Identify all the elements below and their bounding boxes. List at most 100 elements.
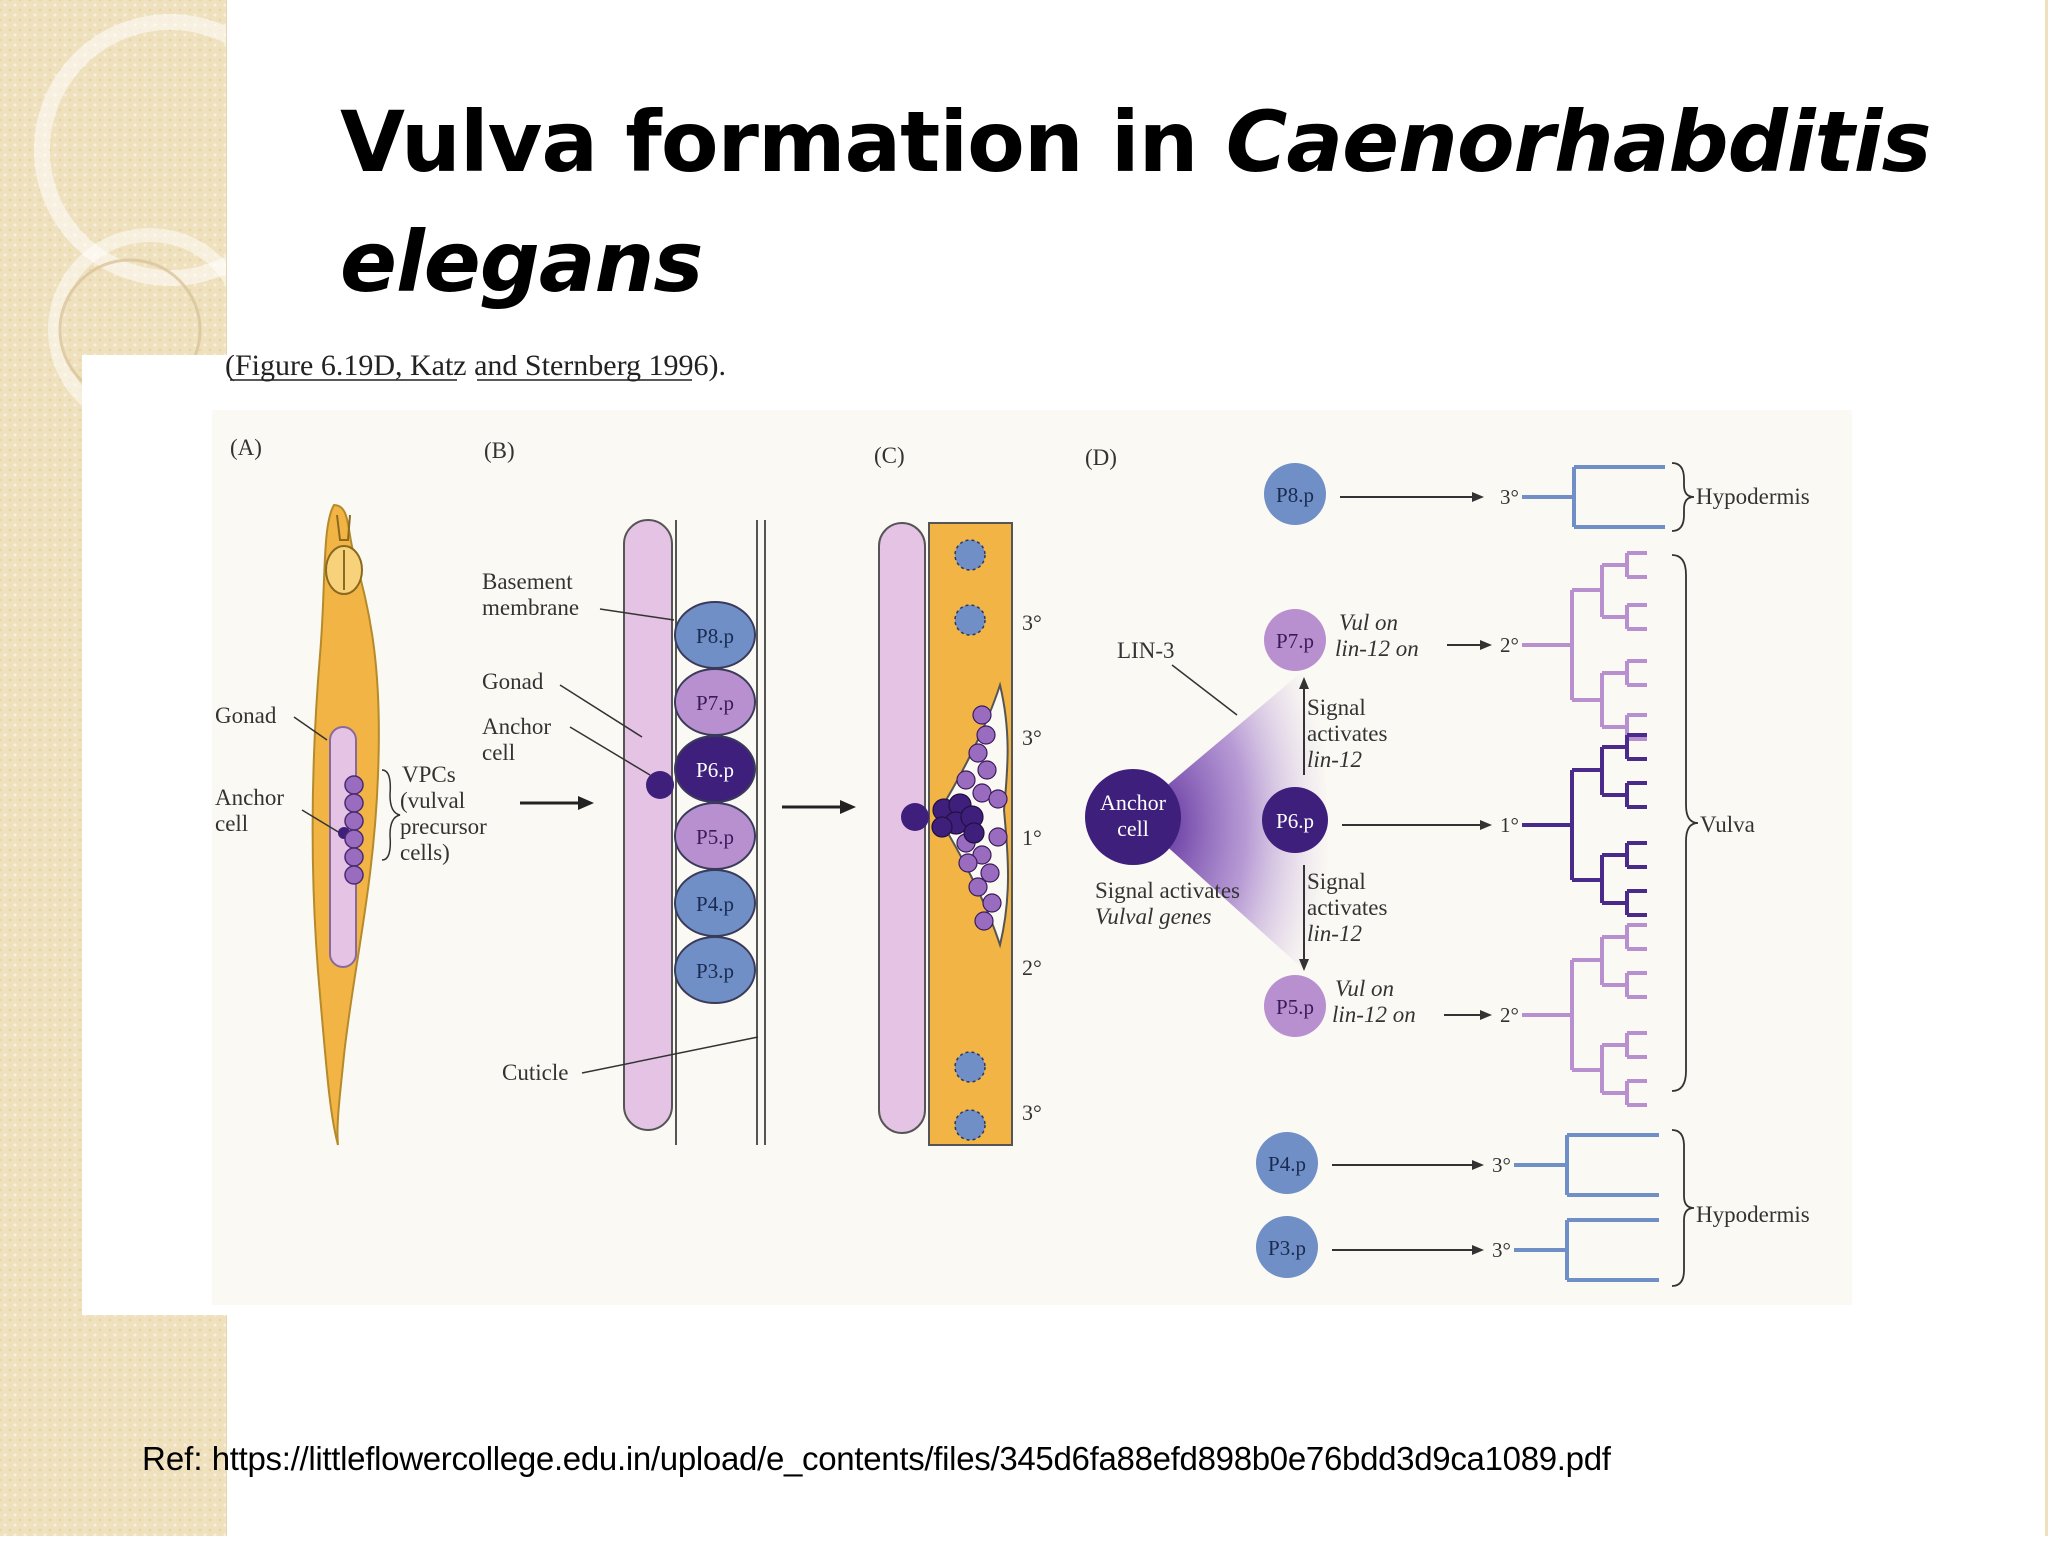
a-vpc-label-3: precursor [400,814,487,839]
slide-title-plain: Vulva formation in [340,93,1226,191]
a-anchor-label-1: Anchor [215,785,284,810]
d-brace-vulva [1671,554,1699,1092]
b-label-p8p: P8.p [696,624,734,648]
a-vpc-label-1: VPCs [402,762,456,787]
d-lateral-signal-down-head [1299,959,1309,971]
d-label-p7p: P7.p [1276,629,1314,653]
d-lateral-signal-up-head [1299,677,1309,689]
figure-background [212,410,1852,1305]
d-fate-labels: 3° 2° 1° 2° 3° 3° [1492,485,1519,1262]
panel-label-a: (A) [230,435,262,460]
d-lin3-leader [1171,664,1238,716]
b-basement-label-1: Basement [482,569,573,594]
d-signal-gradient [1132,655,1332,995]
a-gonad-leader [293,716,328,741]
b-vpc-stack [674,601,756,1004]
d-cell-labels: P8.p P7.p P6.p P5.p P4.p P3.p [1268,483,1314,1260]
reference-line: Ref: https://littleflowercollege.edu.in/… [142,1440,2022,1478]
d-vulva-label: Vulva [1700,812,1755,837]
d-cell-p3p [1256,1216,1318,1278]
d-label-p3p: P3.p [1268,1236,1306,1260]
d-p7-lin12-on: lin-12 on [1335,636,1419,661]
a-anchor-label-2: cell [215,811,248,836]
c-fate-label: 3° [1022,1100,1042,1125]
c-fate-labels: 3° 3° 1° 2° 3° [1022,610,1042,1125]
b-cell-labels: P8.p P7.p P6.p P5.p P4.p P3.p [696,624,734,983]
d-cells [1256,463,1328,1278]
d-fate-label: 3° [1492,1238,1511,1262]
reference-prefix: Ref: [142,1440,203,1477]
d-brace-bottom [1671,1129,1695,1287]
d-signal-up-2: activates [1307,721,1388,746]
panel-c-diagram: 3° 3° 1° 2° 3° [878,522,1042,1146]
panel-label-b: (B) [484,438,515,463]
panel-b-diagram: P8.p P7.p P6.p P5.p P4.p P3.p [623,519,766,1145]
c-fate-label: 3° [1022,610,1042,635]
d-fate-label: 2° [1500,633,1519,657]
arrow-b-to-c-head [840,800,856,814]
caption-fragment: (Figure 6.19D, Katz and Sternberg 1996). [225,355,726,382]
c-vulval-cells [956,705,1008,931]
a-vpc-brace [381,769,401,861]
d-label-p4p: P4.p [1268,1152,1306,1176]
d-fate-label: 3° [1492,1153,1511,1177]
b-basement-label-2: membrane [482,595,579,620]
c-hypodermal-cells [954,539,986,1141]
b-label-p7p: P7.p [696,691,734,715]
d-fate-label: 1° [1500,813,1519,837]
slide-right-edge [2045,0,2048,1536]
b-anchor-label-2: cell [482,740,515,765]
b-anchor-label-1: Anchor [482,714,551,739]
d-fate-arrow-heads [1472,492,1492,1255]
d-signal-vulval-2: Vulval genes [1095,904,1211,929]
a-vpc-label-4: cells) [400,840,450,865]
d-fate-label: 2° [1500,1003,1519,1027]
d-cell-p7p [1264,609,1326,671]
d-p7-vul-on: Vul on [1339,610,1398,635]
d-cell-p5p [1264,975,1326,1037]
d-lineage-p6p [1522,733,1647,917]
b-gonad-label: Gonad [482,669,544,694]
panel-label-c: (C) [874,443,905,468]
d-anchor-label-1: Anchor [1100,790,1167,815]
slide-title-italic-species: elegans [340,213,703,311]
d-signal-down-3: lin-12 [1307,921,1362,946]
panel-d-diagram: Anchor cell LIN-3 Signal activates Vulva… [1085,462,1810,1287]
d-p5-vul-on: Vul on [1335,976,1394,1001]
d-lineage-p3p [1514,1218,1659,1282]
d-label-p6p: P6.p [1276,809,1314,833]
d-signal-up-3: lin-12 [1307,747,1362,772]
d-lin3-label: LIN-3 [1117,638,1174,663]
d-signal-up-1: Signal [1307,695,1366,720]
c-anchor-cell [901,803,929,831]
b-anchor-cell [646,771,674,799]
d-cell-p8p [1264,463,1326,525]
d-lineage-p4p [1514,1133,1659,1197]
b-label-p5p: P5.p [696,825,734,849]
reference-url: https://littleflowercollege.edu.in/uploa… [211,1440,1611,1477]
panel-label-d: (D) [1085,445,1117,470]
d-label-p8p: P8.p [1276,483,1314,507]
d-lineage-p8p [1522,465,1665,529]
d-braces [1671,462,1699,1287]
b-gonad-leader [559,684,643,738]
d-cell-p6p [1262,787,1328,853]
c-fate-label: 2° [1022,955,1042,980]
d-signal-vulval-1: Signal activates [1095,878,1240,903]
b-label-p4p: P4.p [696,892,734,916]
d-signal-down-2: activates [1307,895,1388,920]
panel-a-worm [311,503,380,1146]
d-fate-arrows [1332,496,1482,1251]
a-vpc-label-2: (vulval [400,788,465,813]
b-cuticle-leader [581,1036,759,1074]
worm-mouth [336,514,351,541]
d-hypodermis-bottom: Hypodermis [1696,1202,1810,1227]
d-cell-p4p [1256,1132,1318,1194]
a-anchor-leader [301,809,341,834]
c-fate-label: 1° [1022,825,1042,850]
c-gonad-tube [878,522,926,1134]
b-cell-p3p [674,936,756,1004]
a-gonad-label: Gonad [215,703,277,728]
b-label-p3p: P3.p [696,959,734,983]
